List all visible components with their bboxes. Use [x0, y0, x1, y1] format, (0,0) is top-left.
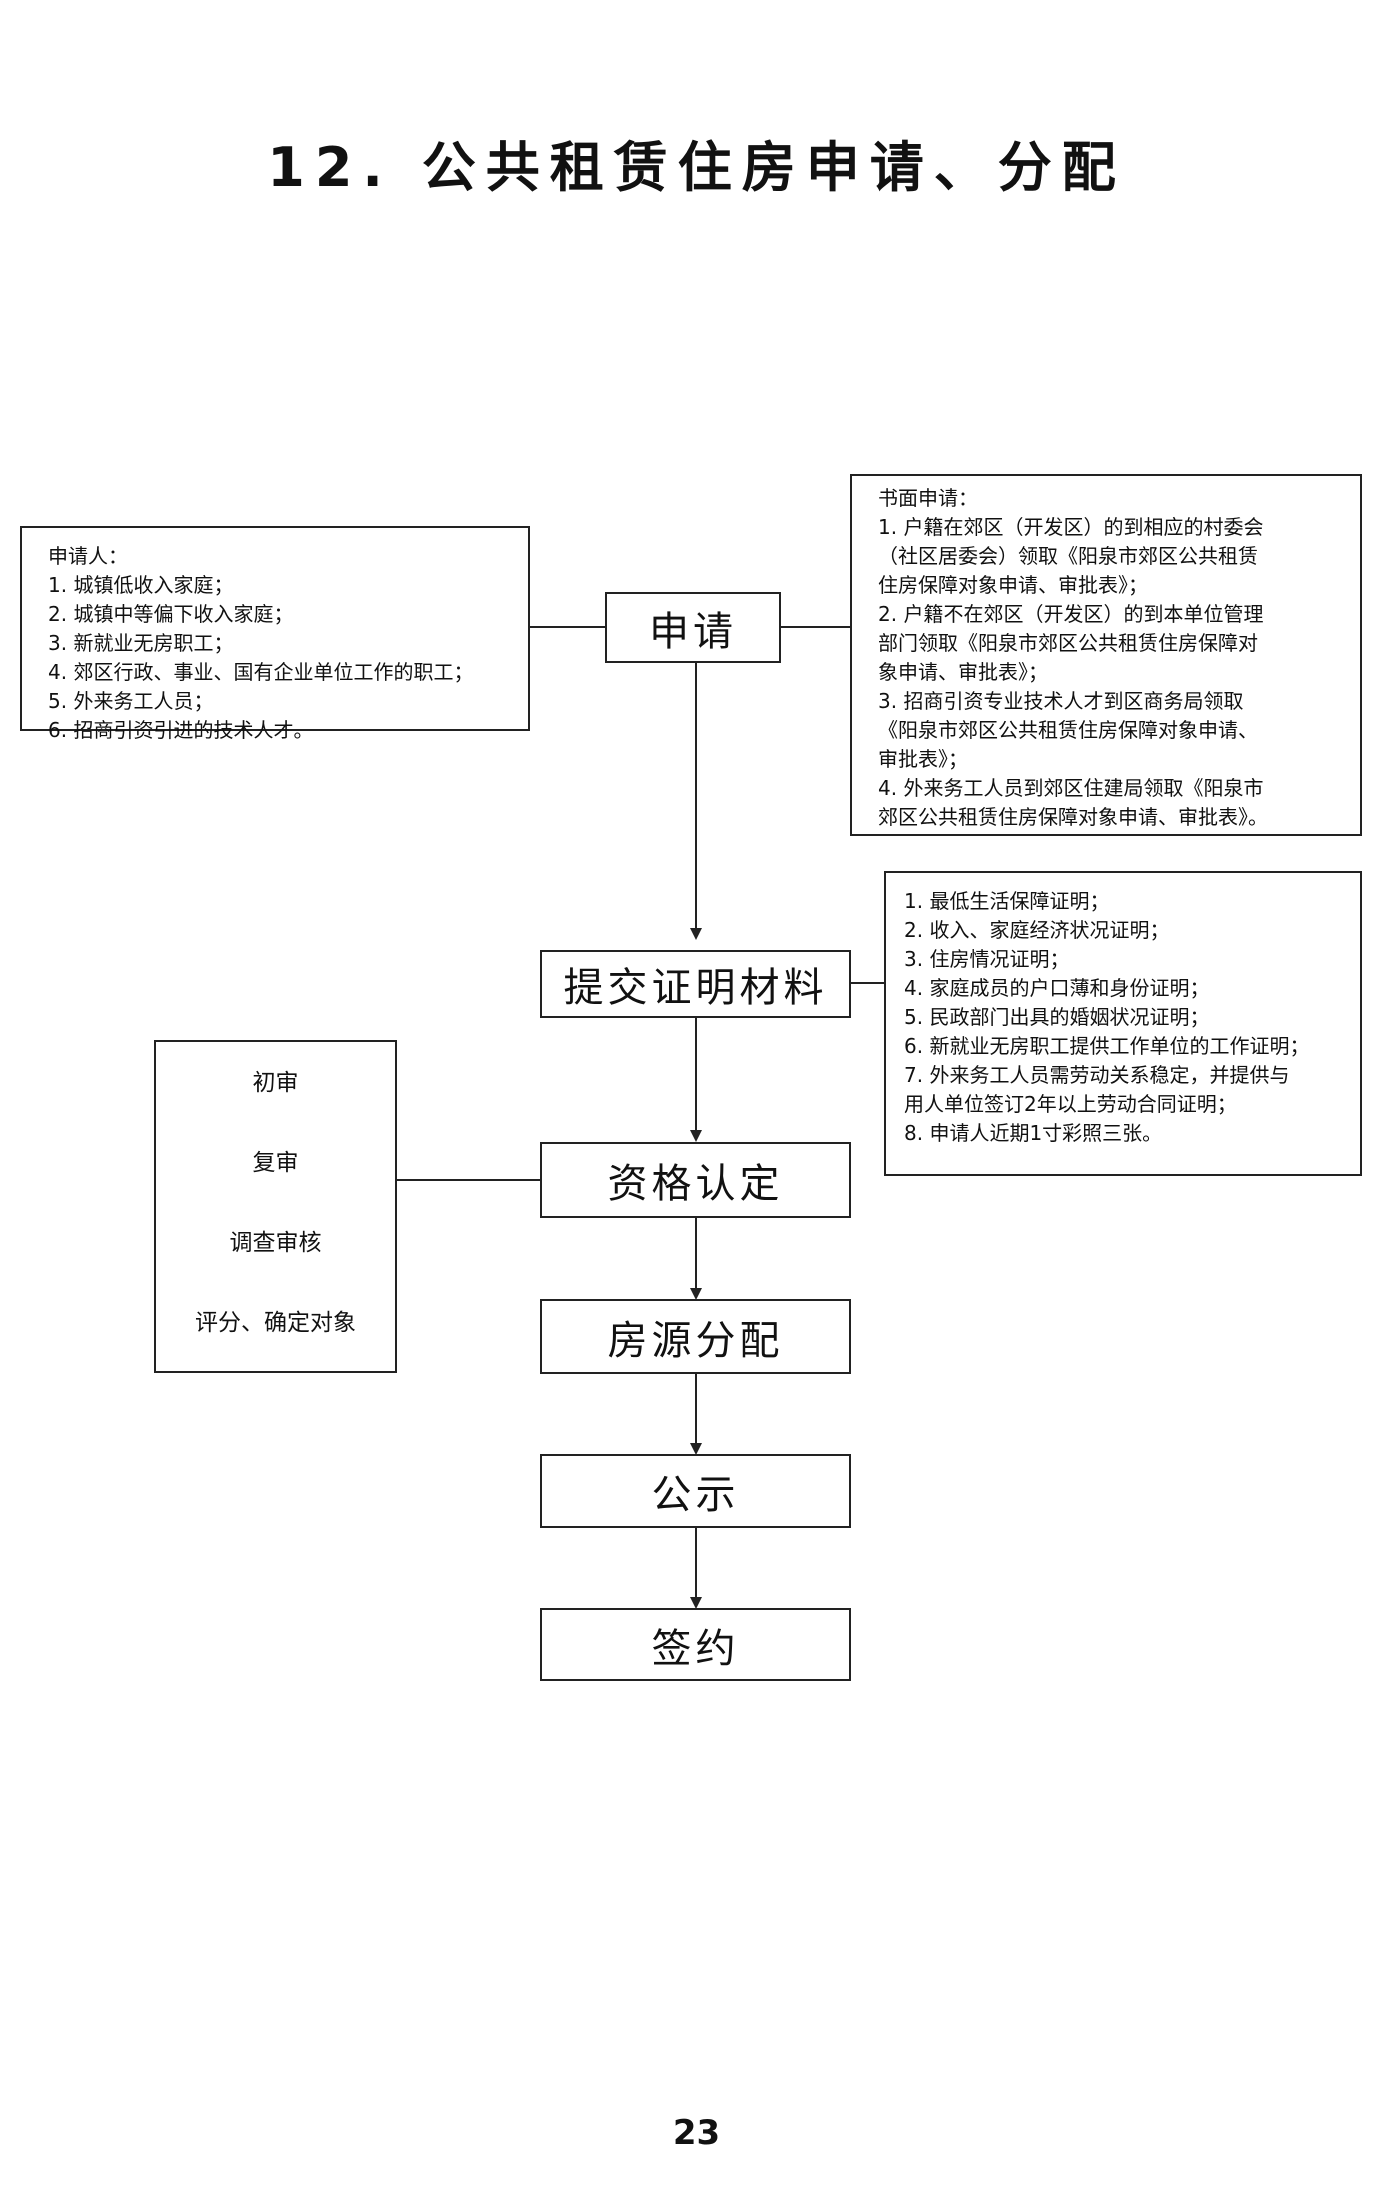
review-item: 复审 [252, 1150, 299, 1176]
written-application-line: 2. 户籍不在郊区（开发区）的到本单位管理 [878, 602, 1264, 626]
materials-box: 1. 最低生活保障证明； 2. 收入、家庭经济状况证明； 3. 住房情况证明； … [884, 871, 1362, 1176]
applicants-item: 4. 郊区行政、事业、国有企业单位工作的职工； [48, 660, 474, 684]
step-allocation: 房源分配 [540, 1299, 851, 1374]
step-submit-materials: 提交证明材料 [540, 950, 851, 1018]
step-publicize: 公示 [540, 1454, 851, 1528]
review-item: 评分、确定对象 [195, 1310, 356, 1336]
page-number: 23 [672, 2113, 721, 2153]
materials-line: 3. 住房情况证明； [904, 947, 1070, 971]
materials-line: 7. 外来务工人员需劳动关系稳定，并提供与 [904, 1063, 1290, 1087]
review-item: 调查审核 [229, 1230, 322, 1256]
step-sign: 签约 [540, 1608, 851, 1681]
step-apply: 申请 [605, 592, 781, 663]
materials-line: 6. 新就业无房职工提供工作单位的工作证明； [904, 1034, 1310, 1058]
applicants-item: 3. 新就业无房职工； [48, 631, 234, 655]
applicants-heading: 申请人： [48, 544, 128, 568]
applicants-item: 5. 外来务工人员； [48, 689, 214, 713]
applicants-item: 1. 城镇低收入家庭； [48, 573, 234, 597]
written-application-line: 4. 外来务工人员到郊区住建局领取《阳泉市 [878, 776, 1264, 800]
written-application-line: 3. 招商引资专业技术人才到区商务局领取 [878, 689, 1244, 713]
written-application-line: 郊区公共租赁住房保障对象申请、审批表》。 [878, 805, 1268, 829]
written-application-line: 部门领取《阳泉市郊区公共租赁住房保障对 [878, 631, 1258, 655]
applicants-item: 6. 招商引资引进的技术人才。 [48, 718, 314, 742]
materials-line: 5. 民政部门出具的婚姻状况证明； [904, 1005, 1210, 1029]
written-application-line: 1. 户籍在郊区（开发区）的到相应的村委会 [878, 515, 1264, 539]
applicants-item: 2. 城镇中等偏下收入家庭； [48, 602, 294, 626]
materials-line: 用人单位签订2年以上劳动合同证明； [904, 1092, 1237, 1116]
materials-line: 2. 收入、家庭经济状况证明； [904, 918, 1170, 942]
written-application-line: 《阳泉市郊区公共租赁住房保障对象申请、 [878, 718, 1258, 742]
written-application-heading: 书面申请： [878, 486, 978, 510]
materials-line: 4. 家庭成员的户口薄和身份证明； [904, 976, 1210, 1000]
step-qualification: 资格认定 [540, 1142, 851, 1218]
written-application-line: （社区居委会）领取《阳泉市郊区公共租赁 [878, 544, 1258, 568]
materials-line: 1. 最低生活保障证明； [904, 889, 1110, 913]
written-application-box: 书面申请： 1. 户籍在郊区（开发区）的到相应的村委会 （社区居委会）领取《阳泉… [850, 474, 1362, 836]
written-application-line: 象申请、审批表》； [878, 660, 1048, 684]
applicants-box: 申请人： 1. 城镇低收入家庭； 2. 城镇中等偏下收入家庭； 3. 新就业无房… [20, 526, 530, 742]
review-box: 初审 复审 调查审核 评分、确定对象 [154, 1040, 397, 1373]
written-application-line: 住房保障对象申请、审批表》； [878, 573, 1148, 597]
page-title: 12. 公共租赁住房申请、分配 [267, 136, 1126, 199]
review-item: 初审 [252, 1070, 299, 1096]
written-application-line: 审批表》； [878, 747, 968, 771]
materials-line: 8. 申请人近期1寸彩照三张。 [904, 1121, 1163, 1145]
